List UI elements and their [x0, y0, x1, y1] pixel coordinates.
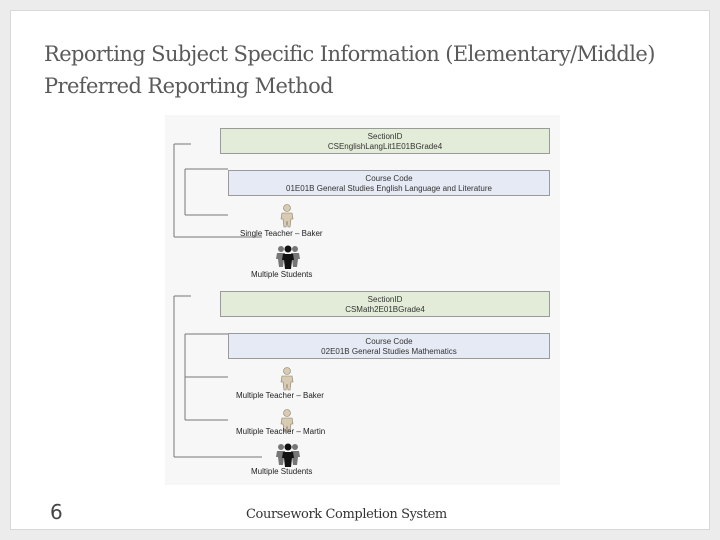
teacher-label-3: Multiple Teacher – Martin: [236, 427, 326, 436]
course-label-1: Course Code: [365, 174, 413, 183]
section-label-1: SectionID: [367, 132, 403, 141]
course-box-1: Course Code 01E01B General Studies Engli…: [228, 170, 550, 196]
connector-lines: [173, 143, 262, 458]
title-line-2: Preferred Reporting Method: [44, 74, 334, 98]
page-number: 6: [50, 500, 63, 524]
course-value-2: 02E01B General Studies Mathematics: [321, 347, 457, 356]
section-value-1: CSEnglishLangLit1E01BGrade4: [327, 142, 443, 151]
section-box-1: SectionID CSEnglishLangLit1E01BGrade4: [220, 128, 550, 154]
teacher-label-1: Single Teacher – Baker: [240, 229, 323, 238]
course-label-2: Course Code: [365, 337, 413, 346]
course-value-1: 01E01B General Studies English Language …: [286, 184, 492, 193]
section-box-2: SectionID CSMath2E01BGrade4: [220, 291, 550, 317]
footer-text: Coursework Completion System: [246, 507, 447, 522]
section-value-2: CSMath2E01BGrade4: [345, 305, 425, 314]
hierarchy-diagram: SectionID CSEnglishLangLit1E01BGrade4 Co…: [165, 115, 560, 485]
slide-title: Reporting Subject Specific Information (…: [44, 38, 694, 102]
teacher-label-2: Multiple Teacher – Baker: [236, 391, 324, 400]
course-box-2: Course Code 02E01B General Studies Mathe…: [228, 333, 550, 359]
title-line-1: Reporting Subject Specific Information (…: [44, 42, 655, 66]
students-label-2: Multiple Students: [251, 467, 313, 476]
section-label-2: SectionID: [367, 295, 403, 304]
students-label-1: Multiple Students: [251, 270, 313, 279]
